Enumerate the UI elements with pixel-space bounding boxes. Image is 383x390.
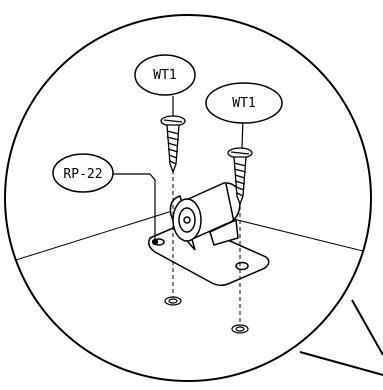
screw-left-icon xyxy=(160,115,186,174)
callout-bracket xyxy=(52,153,114,193)
magnifier-tail xyxy=(299,299,383,376)
callout-bubbles xyxy=(52,54,283,193)
alignment-lines xyxy=(172,170,241,325)
roller-cylinder xyxy=(172,182,241,242)
callout-screw-right xyxy=(205,82,283,124)
floor-holes xyxy=(164,296,249,334)
screw-right-icon xyxy=(227,147,253,206)
label-screw-right: WT1 xyxy=(232,96,255,111)
label-screw-left: WT1 xyxy=(153,68,176,83)
callout-screw-left xyxy=(134,54,196,96)
label-bracket: RP-22 xyxy=(63,167,102,182)
bracket-hole-right xyxy=(235,261,249,271)
